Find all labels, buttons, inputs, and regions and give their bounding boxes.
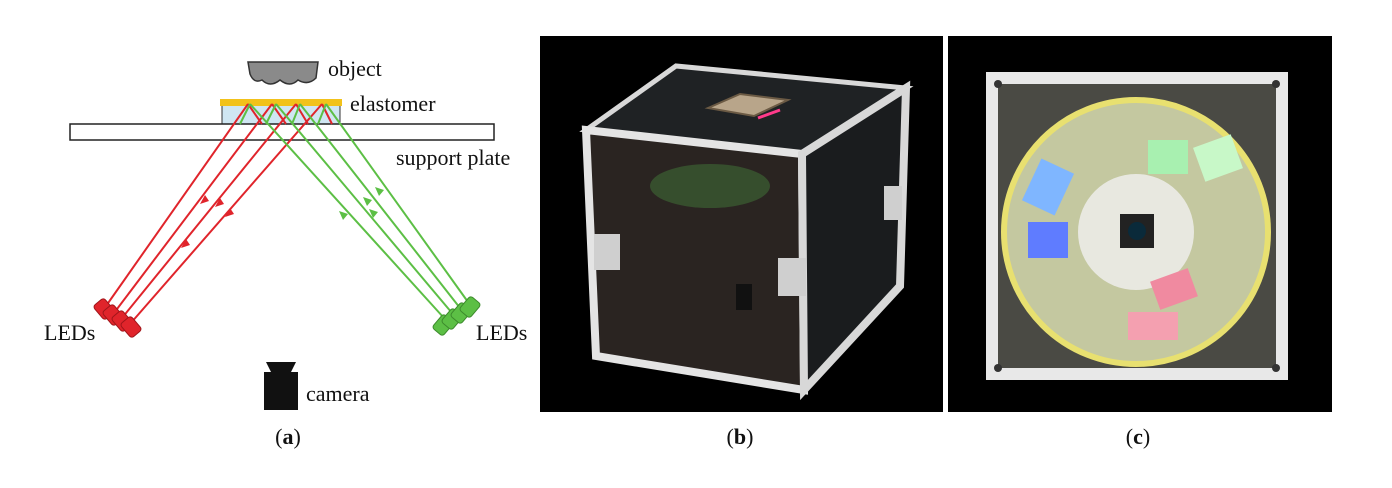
green-ray-arrows xyxy=(339,187,384,220)
caption-a-letter: a xyxy=(282,424,294,449)
leds-right-label: LEDs xyxy=(476,320,527,345)
green-leds xyxy=(432,296,481,336)
caption-c: (c) xyxy=(1125,424,1151,449)
object-label: object xyxy=(328,56,382,81)
caption-b: (b) xyxy=(726,424,754,449)
caption-c-letter: c xyxy=(1133,424,1143,449)
support-plate-label: support plate xyxy=(396,145,510,170)
leds-left-label: LEDs xyxy=(44,320,95,345)
schematic-diagram: object elastomer support plate LEDs LEDs… xyxy=(44,56,527,410)
support-plate xyxy=(69,123,495,141)
camera-icon xyxy=(264,362,298,410)
sensor-top-view-photo-icon xyxy=(948,36,1332,412)
red-ray-arrows xyxy=(181,195,234,248)
green-light-rays xyxy=(239,103,469,319)
red-leds xyxy=(93,298,142,338)
elastomer-layer xyxy=(220,99,342,106)
cube-sensor-photo-icon xyxy=(540,36,943,412)
caption-b-letter: b xyxy=(733,424,747,449)
schematic-panel: object elastomer support plate LEDs LEDs… xyxy=(0,0,540,483)
top-view-illustration xyxy=(948,36,1332,412)
cube-sensor-illustration xyxy=(540,36,943,412)
camera-label: camera xyxy=(306,381,370,406)
elastomer-label: elastomer xyxy=(350,91,436,116)
object-shape xyxy=(247,61,319,85)
caption-a: (a) xyxy=(275,424,301,449)
